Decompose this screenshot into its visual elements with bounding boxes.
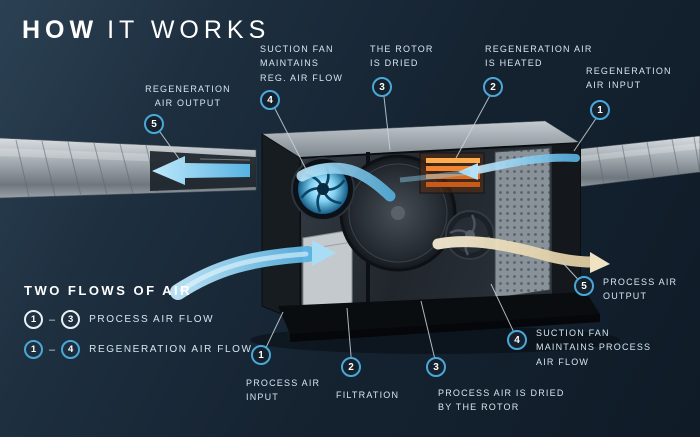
regen-inflow bbox=[474, 153, 580, 174]
legend-regen-label: REGENERATION AIR FLOW bbox=[89, 344, 253, 355]
callout-process-dried-badge: 3 bbox=[426, 357, 446, 377]
callout-filtration-label: FILTRATION bbox=[336, 390, 400, 400]
callout-process-input-label: PROCESS AIR INPUT bbox=[246, 378, 321, 403]
callout-rotor-dried-label: THE ROTOR IS DRIED bbox=[370, 44, 434, 69]
title-emphasis: HOW bbox=[22, 16, 99, 44]
callout-suction-fan-reg-badge: 4 bbox=[260, 90, 280, 110]
callout-process-output-label: PROCESS AIR OUTPUT bbox=[603, 277, 678, 302]
legend-process-from-badge: 1 bbox=[24, 310, 43, 329]
callout-regen-air-output-badge: 5 bbox=[144, 114, 164, 134]
legend-process-dash: – bbox=[49, 313, 56, 326]
callout-process-dried-label: PROCESS AIR IS DRIED BY THE ROTOR bbox=[438, 388, 565, 413]
callout-process-output-badge: 5 bbox=[574, 276, 594, 296]
callout-regen-heated-label: REGENERATION AIR IS HEATED bbox=[485, 44, 593, 69]
legend-row-process: 1 – 3 PROCESS AIR FLOW bbox=[24, 310, 253, 329]
legend: TWO FLOWS OF AIR 1 – 3 PROCESS AIR FLOW … bbox=[24, 283, 253, 370]
legend-regen-dash: – bbox=[49, 343, 56, 356]
legend-row-regeneration: 1 – 4 REGENERATION AIR FLOW bbox=[24, 340, 253, 359]
process-suction-fan bbox=[445, 210, 495, 260]
title-rest: IT WORKS bbox=[107, 16, 271, 44]
heater bbox=[419, 152, 485, 194]
regen-output-arrow bbox=[152, 156, 250, 185]
callout-rotor-dried-badge: 3 bbox=[372, 77, 392, 97]
legend-regen-to-badge: 4 bbox=[61, 340, 81, 359]
callout-filtration-badge: 2 bbox=[341, 357, 361, 377]
page-title: HOW IT WORKS bbox=[22, 16, 270, 45]
callout-process-input-badge: 1 bbox=[251, 345, 271, 365]
legend-process-label: PROCESS AIR FLOW bbox=[89, 314, 215, 325]
cabinet bbox=[250, 120, 620, 354]
legend-process-to-badge: 3 bbox=[61, 310, 81, 329]
legend-title: TWO FLOWS OF AIR bbox=[24, 283, 193, 298]
callout-regen-air-output-label: REGENERATION AIR OUTPUT bbox=[145, 84, 231, 109]
cabinet-left-panel bbox=[261, 133, 301, 323]
callout-regen-heated-badge: 2 bbox=[483, 77, 503, 97]
callout-suction-fan-reg-label: SUCTION FAN MAINTAINS REG. AIR FLOW bbox=[260, 44, 344, 83]
air-flows bbox=[170, 153, 610, 300]
base bbox=[278, 292, 600, 342]
callout-regen-input-label: REGENERATION AIR INPUT bbox=[586, 66, 672, 91]
regen-through-fan bbox=[296, 162, 396, 202]
callout-regen-input-badge: 1 bbox=[590, 100, 610, 120]
process-output-flow bbox=[432, 236, 598, 268]
callout-suction-fan-process-badge: 4 bbox=[507, 330, 527, 350]
legend-regen-from-badge: 1 bbox=[24, 340, 43, 359]
callout-suction-fan-process-label: SUCTION FAN MAINTAINS PROCESS AIR FLOW bbox=[536, 328, 652, 367]
left-duct bbox=[0, 137, 257, 199]
perforated-panel bbox=[494, 147, 551, 299]
